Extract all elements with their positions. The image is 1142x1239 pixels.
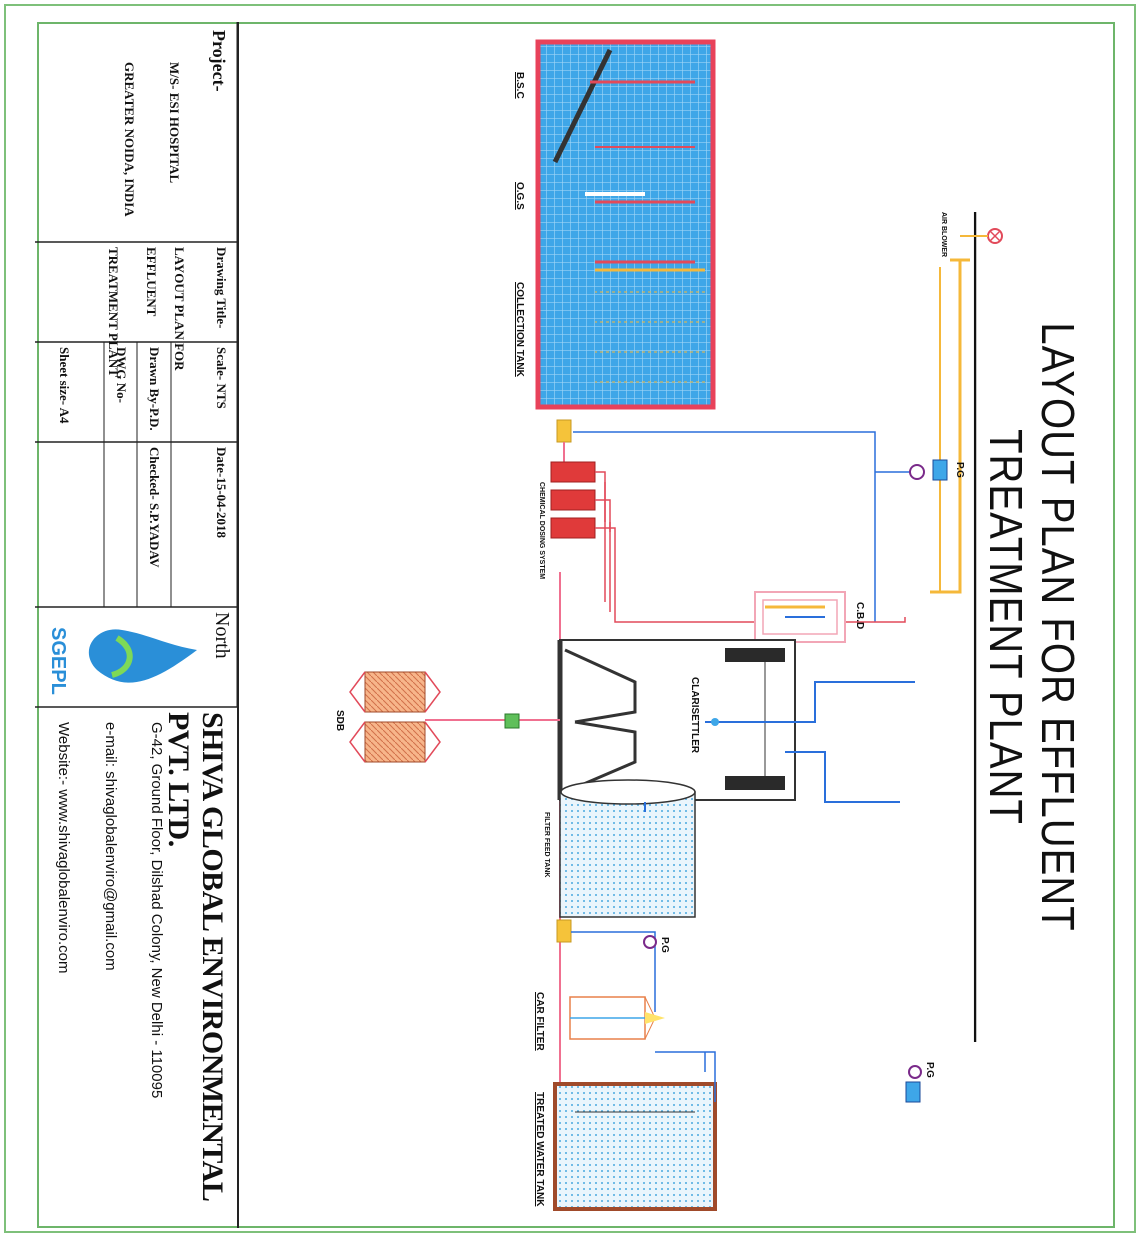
company-website: Website:- www.shivaglobalenviro.com [55,722,72,974]
drawn-by: Drawn By-P.D. [147,347,162,431]
filter-feed-tank-label: FILTER FEED TANK [543,812,550,878]
chemical-dosing-icon [550,461,616,542]
sdb-icon [349,671,560,763]
sgepl-logo [88,629,197,683]
drawing-title-line2: EFFLUENT [144,247,159,317]
air-blower-icon [960,228,1003,244]
chemical-dosing-label: CHEMICAL DOSING SYSTEM [538,482,545,580]
cbd-icon [754,591,846,643]
sdb-label: SDB [334,710,345,732]
project-label: Project- [209,30,229,92]
pg-label-1: P.G [954,462,965,478]
schematic [349,39,1003,1211]
cbd-label: C.B.D [854,602,865,630]
treated-water-tank-label: TREATED WATER TANK [534,1092,545,1207]
bsc-label: B.S.C [514,72,525,99]
client-name: M/S- ESI HOSPITAL [167,62,182,184]
treated-water-tank-icon [553,1051,922,1211]
pg-label-2: P.G [659,937,670,953]
client-location: GREATER NOIDA, INDIA [122,62,137,217]
title-block-grid [35,22,237,708]
air-blower-label: AIR BLOWER [940,212,947,258]
date: Date-15-04-2018 [214,447,229,538]
filter-pump-icon [556,919,657,1012]
scale: Scale- NTS [214,347,229,409]
clarisettler-label: CLARISETTLER [689,677,700,754]
company-name: SHIVA GLOBAL ENVIRONMENTAL PVT. LTD. [162,712,229,1200]
pg-label-3: P.G [924,1062,935,1078]
sheet-size: Sheet size- A4 [57,347,72,424]
drawing-title-label: Drawing Title- [214,247,229,329]
checked-by: Checked- S.P.YADAV [147,447,162,568]
clarisettler-icon [557,639,915,803]
car-filter-label: CAR FILTER [534,992,545,1051]
logo-text: SGEPL [47,627,69,695]
north-label: North [211,612,233,659]
company-address: G-42, Ground Floor, Dilshad Colony, New … [148,722,165,1099]
filter-feed-tank-icon [559,779,696,918]
lift-pump-icon [556,419,572,462]
company-email: e-mail: shivaglobalenviro@gmail.com [102,722,119,971]
inner-border [37,22,1115,1228]
ogs-label: O.G.S [514,182,525,210]
collection-tank-icon [535,39,716,410]
drawing-title-line1: LAYOUT PLAN FOR [172,247,187,371]
air-line [930,258,970,594]
title-block: Project- M/S- ESI HOSPITAL GREATER NOIDA… [35,22,239,1228]
outer-border [4,4,1136,1233]
collection-tank-label: COLLECTION TANK [514,282,525,377]
dwg-no: DWG No- [114,347,129,403]
drawing-sheet: LAYOUT PLAN FOR EFFLUENT TREATMENT PLANT [35,22,1115,1228]
car-filter-icon [569,996,665,1040]
pressure-gauge-1 [573,431,948,622]
